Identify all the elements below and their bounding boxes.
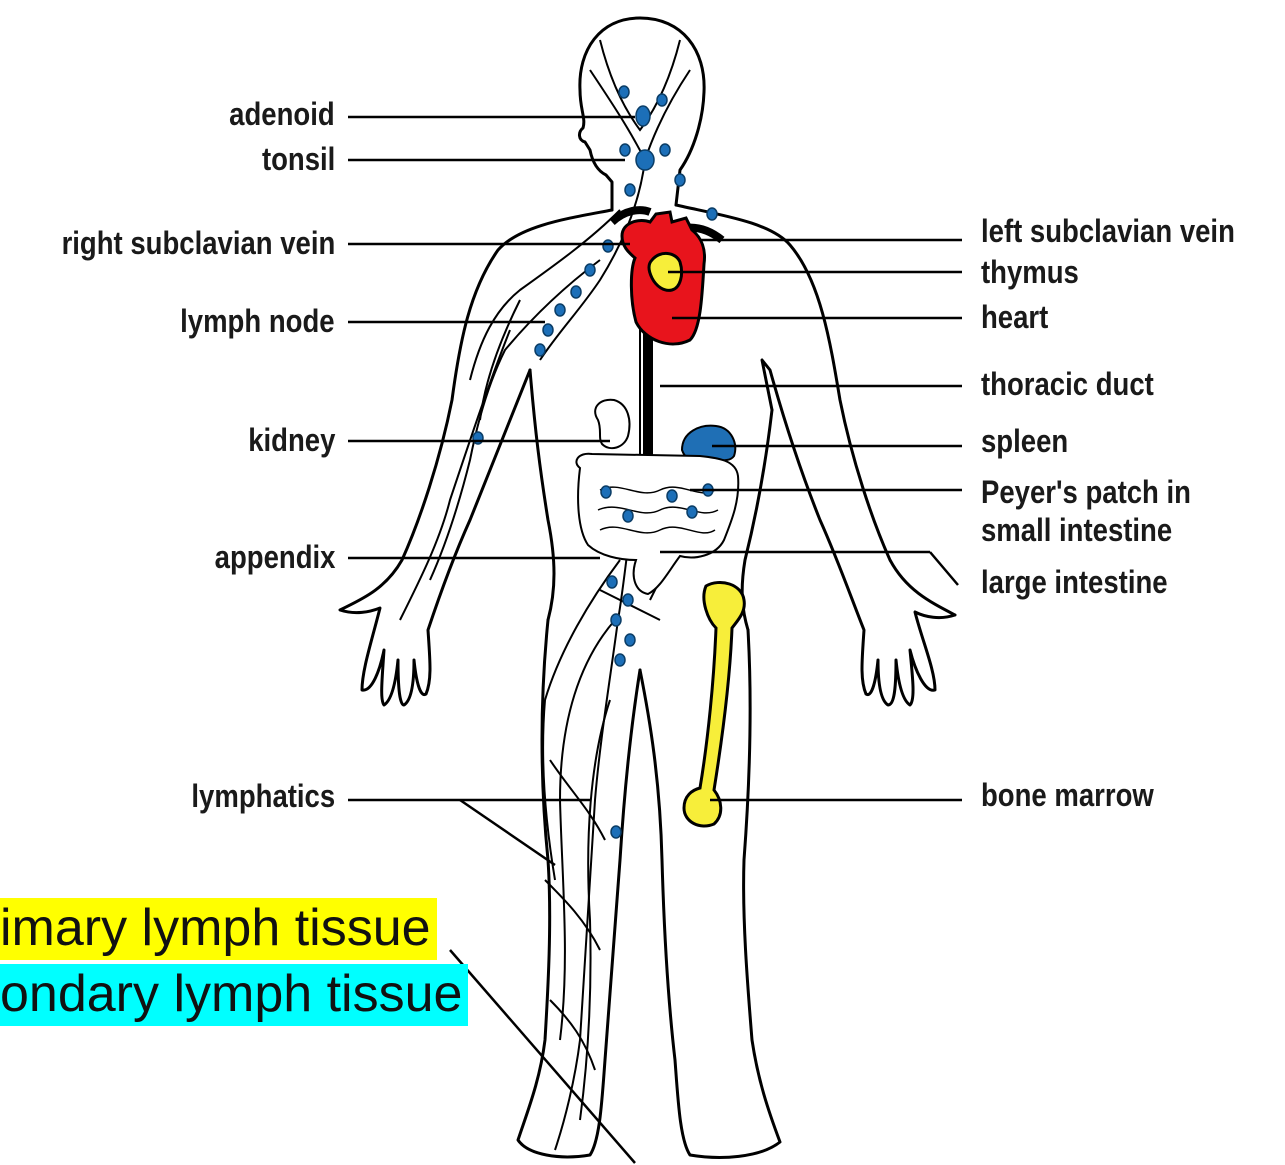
label-lymphatics: lymphatics — [191, 780, 335, 812]
legend-secondary-lymph-tissue: ondary lymph tissue — [0, 964, 468, 1026]
label-kidney: kidney — [248, 424, 335, 456]
label-tonsil: tonsil — [262, 143, 335, 175]
label-adenoid: adenoid — [230, 98, 335, 130]
label-appendix: appendix — [214, 541, 335, 573]
label-peyers-patch-line2: small intestine — [981, 514, 1172, 546]
label-right-subclavian-vein: right subclavian vein — [61, 227, 335, 259]
label-large-intestine: large intestine — [981, 566, 1168, 598]
label-left-subclavian-vein: left subclavian vein — [981, 215, 1235, 247]
label-heart: heart — [981, 301, 1048, 333]
legend-primary-lymph-tissue: imary lymph tissue — [0, 898, 437, 960]
label-bone-marrow: bone marrow — [981, 779, 1154, 811]
label-spleen: spleen — [981, 425, 1068, 457]
label-thoracic-duct: thoracic duct — [981, 368, 1154, 400]
large-intestine-shape — [576, 454, 738, 594]
femur-shape — [684, 582, 744, 826]
label-lymph-node: lymph node — [181, 305, 335, 337]
label-peyers-patch-line1: Peyer's patch in — [981, 476, 1191, 508]
label-thymus: thymus — [981, 256, 1079, 288]
